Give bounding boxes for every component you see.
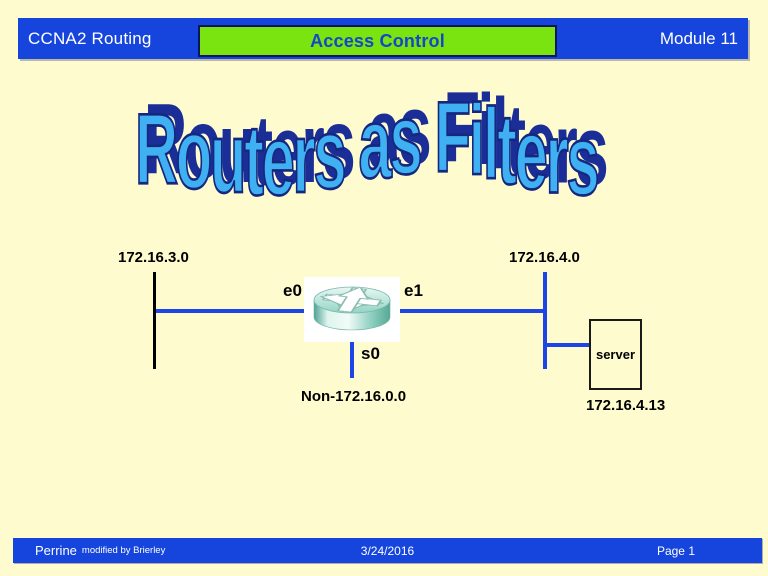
topic-banner-label: Access Control <box>310 30 445 51</box>
right-network-label: 172.16.4.0 <box>509 249 580 266</box>
header-bar: CCNA2 Routing Access Control Module 11 <box>18 18 748 59</box>
server-ip-label: 172.16.4.13 <box>586 397 666 414</box>
server-node: server <box>589 319 642 390</box>
date-label: 3/24/2016 <box>360 543 415 558</box>
e0-label: e0 <box>283 281 302 300</box>
wordart-shadow-text: Routers as Filters <box>144 71 609 208</box>
topic-banner: Access Control <box>198 25 557 57</box>
course-label: CCNA2 Routing <box>28 28 152 48</box>
s0-link-line <box>350 341 354 378</box>
server-label: server <box>595 347 636 362</box>
server-link-line <box>547 343 589 347</box>
wordart-title: Routers as Filters Routers as Filters <box>134 72 625 219</box>
footer-bar: Perrine modified by Brierley 3/24/2016 P… <box>13 538 762 563</box>
right-segment-line <box>543 272 547 369</box>
router-icon <box>304 277 400 342</box>
author-label: Perrine <box>35 543 77 558</box>
e1-link-line <box>399 309 545 313</box>
module-label: Module 11 <box>659 28 738 48</box>
wordart-text: Routers as Filters <box>134 80 600 218</box>
left-network-label: 172.16.3.0 <box>118 249 189 266</box>
e1-label: e1 <box>404 281 423 300</box>
page-number-label: Page 1 <box>656 543 695 558</box>
s0-label: s0 <box>361 344 380 363</box>
e0-link-line <box>156 309 306 313</box>
modified-by-label: modified by Brierley <box>81 545 166 556</box>
left-segment-line <box>153 272 156 369</box>
serial-network-label: Non-172.16.0.0 <box>301 388 407 405</box>
